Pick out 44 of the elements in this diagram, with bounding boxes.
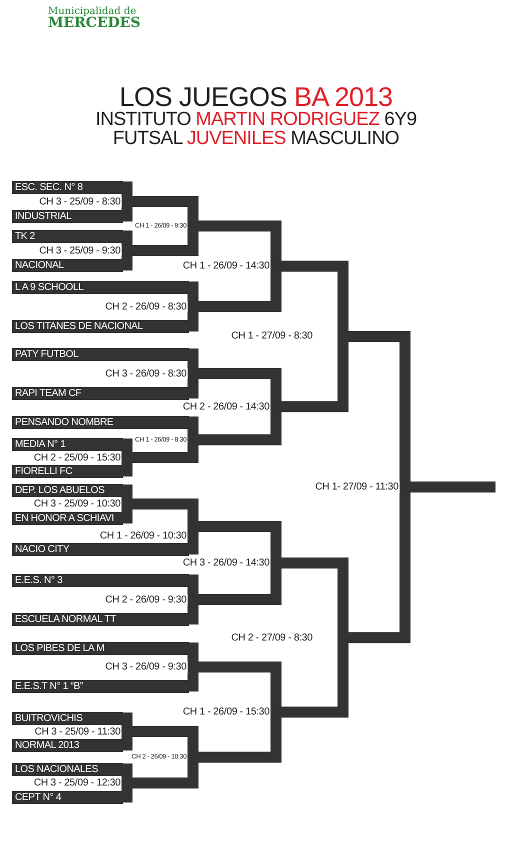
team-bar: ESC. SEC. N° 8 — [12, 180, 123, 194]
team-bar: FIORELLI FC — [12, 464, 123, 478]
team-bar: INDUSTRIAL — [12, 210, 123, 222]
team-bar: ESCUELA NORMAL TT — [12, 612, 189, 626]
team-bar: DEP. LOS ABUELOS — [12, 484, 123, 496]
team-bar: RAPI TEAM CF — [12, 386, 189, 400]
match-label: CH 2 - 25/09 - 15:30 — [32, 452, 122, 464]
match-label: CH 3 - 25/09 - 8:30 — [38, 196, 122, 208]
match-label: CH 2 - 26/09 - 8:30 — [104, 300, 188, 312]
match-label: CH 1- 27/09 - 11:30 — [314, 481, 400, 493]
team-bar: NORMAL 2013 — [12, 738, 123, 752]
team-bar: BUITROVICHIS — [12, 712, 123, 724]
match-label: CH 3 - 25/09 - 10:30 — [32, 498, 122, 510]
team-bar: CEPT N° 4 — [12, 790, 123, 804]
match-label: CH 2 - 27/09 - 8:30 — [230, 632, 314, 644]
municipality-name: MERCEDES — [48, 15, 141, 31]
match-label: CH 2 - 26/09 - 9:30 — [104, 594, 188, 606]
match-label: CH 1 - 26/09 - 14:30 — [182, 260, 270, 272]
team-bar: TK 2 — [12, 230, 123, 242]
title: LOS JUEGOS BA 2013 — [119, 84, 393, 111]
subtitle: FUTSAL JUVENILES MASCULINO — [112, 129, 400, 148]
team-bar: LOS PIBES DE LA M — [12, 642, 189, 654]
match-label: CH 2 - 26/09 - 14:30 — [182, 400, 270, 412]
match-label: CH 3 - 26/09 - 14:30 — [182, 557, 270, 569]
team-bar: E.E.S. N° 3 — [12, 574, 189, 586]
match-label: CH 3 - 25/09 - 12:30 — [32, 777, 122, 789]
subtitle: INSTITUTO MARTIN RODRIGUEZ 6Y9 — [95, 110, 417, 129]
team-bar: LOS NACIONALES — [12, 762, 123, 776]
team-bar: MEDIA N° 1 — [12, 438, 123, 450]
team-bar: LOS TITANES DE NACIONAL — [12, 320, 189, 332]
team-bar: PATY FUTBOL — [12, 348, 189, 360]
team-bar: PENSANDO NOMBRE — [12, 416, 189, 428]
team-bar: NACIONAL — [12, 258, 123, 272]
team-bar: L A 9 SCHOOLL — [12, 280, 189, 294]
municipality-name: Municipalidad de — [48, 6, 136, 17]
match-label: CH 3 - 25/09 - 11:30 — [34, 726, 122, 738]
team-bar: NACIO CITY — [12, 542, 189, 556]
team-bar: EN HONOR A SCHIAVI — [12, 512, 123, 524]
team-bar: E.E.S.T N° 1 “B” — [12, 680, 189, 692]
match-label: CH 3 - 26/09 - 9:30 — [104, 661, 188, 673]
match-label: CH 1 - 26/09 - 15:30 — [182, 706, 270, 718]
match-label: CH 3 - 25/09 - 9:30 — [38, 244, 122, 256]
match-label: CH 1 - 26/09 - 10:30 — [98, 530, 188, 542]
match-label: CH 3 - 26/09 - 8:30 — [104, 368, 188, 380]
